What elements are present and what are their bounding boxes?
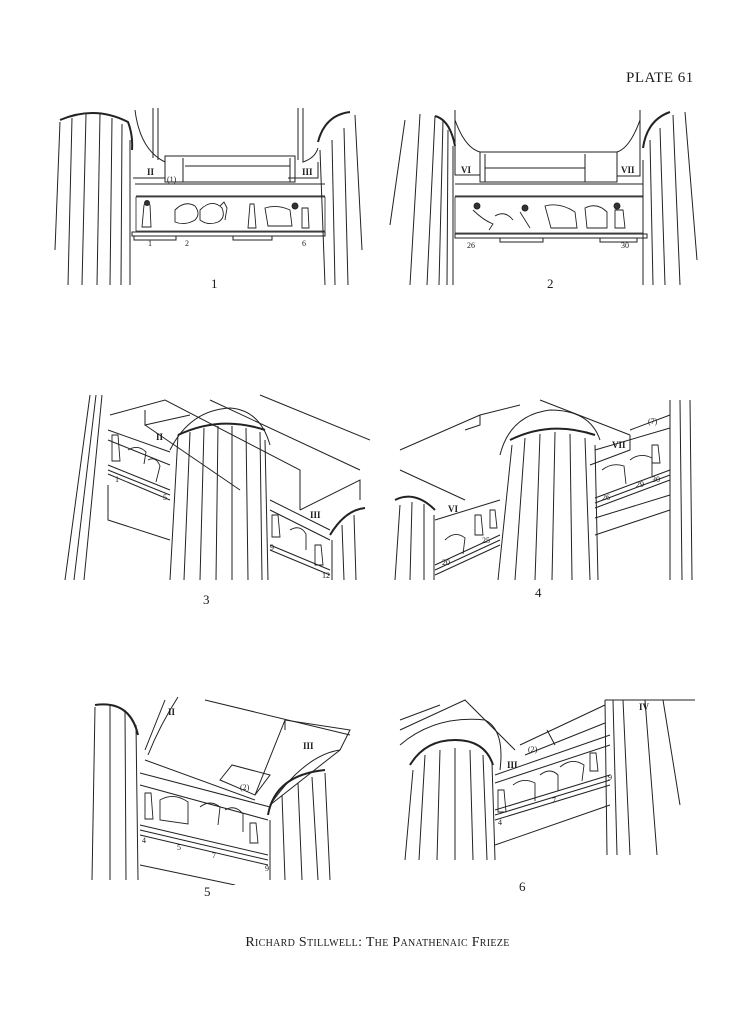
- pillar-label: III: [302, 167, 313, 177]
- pillar-label: II: [156, 432, 164, 442]
- plate-caption: Richard Stillwell: The Panathenaic Friez…: [245, 935, 510, 950]
- slab-number: 4: [142, 836, 146, 845]
- plate-label: PLATE 61: [626, 70, 694, 86]
- pillar-label: VI: [461, 165, 471, 175]
- slab-number: 9: [270, 543, 274, 552]
- figure-5-drawing: II III (2) 4 5 7 9: [90, 695, 370, 885]
- figure-number: 5: [204, 884, 211, 899]
- slab-number: 30: [621, 241, 629, 250]
- slab-number: 5: [177, 843, 181, 852]
- slab-number: 26: [602, 493, 610, 502]
- frieze-marker: (7): [648, 417, 658, 426]
- figure-4-drawing: VI VII (7) 20 25 26 29 30: [390, 390, 700, 585]
- figure-6-drawing: IV III (2) 4 7 9: [395, 695, 705, 865]
- figure-number: 2: [547, 276, 554, 291]
- slab-number: 7: [552, 796, 556, 805]
- pillar-label: III: [310, 510, 321, 520]
- pillar-label: IV: [639, 702, 650, 712]
- slab-number: 25: [482, 536, 490, 545]
- pillar-label: II: [168, 707, 176, 717]
- frieze-marker: (2): [528, 745, 538, 754]
- slab-number: 26: [467, 241, 475, 250]
- frieze-marker: (1): [167, 175, 177, 184]
- pillar-label: VI: [448, 504, 458, 514]
- figure-2-drawing: VI VII 26 30: [385, 100, 705, 290]
- slab-number: 6: [302, 239, 306, 248]
- pillar-label: III: [507, 760, 518, 770]
- slab-number: 1: [148, 239, 152, 248]
- slab-number: 2: [185, 239, 189, 248]
- pillar-label: II: [147, 167, 155, 177]
- figure-number: 4: [535, 585, 542, 600]
- figure-number: 6: [519, 879, 526, 894]
- slab-number: 30: [652, 475, 660, 484]
- figure-1-drawing: II (1) III 1 2 6: [50, 100, 370, 290]
- slab-number: 7: [212, 851, 216, 860]
- pillar-label: III: [303, 741, 314, 751]
- slab-number: 9: [265, 864, 269, 873]
- pillar-label: VII: [612, 440, 626, 450]
- pillar-label: VII: [621, 165, 635, 175]
- figure-number: 3: [203, 592, 210, 607]
- frieze-marker: (2): [240, 783, 250, 792]
- slab-number: 4: [498, 818, 502, 827]
- figure-3-drawing: II III 1 5 9 12: [60, 390, 370, 585]
- slab-number: 5: [163, 493, 167, 502]
- slab-number: 9: [608, 773, 612, 782]
- slab-number: 12: [322, 571, 330, 580]
- figure-number: 1: [211, 276, 218, 291]
- slab-number: 29: [636, 480, 644, 489]
- slab-number: 1: [115, 475, 119, 484]
- slab-number: 20: [442, 558, 450, 567]
